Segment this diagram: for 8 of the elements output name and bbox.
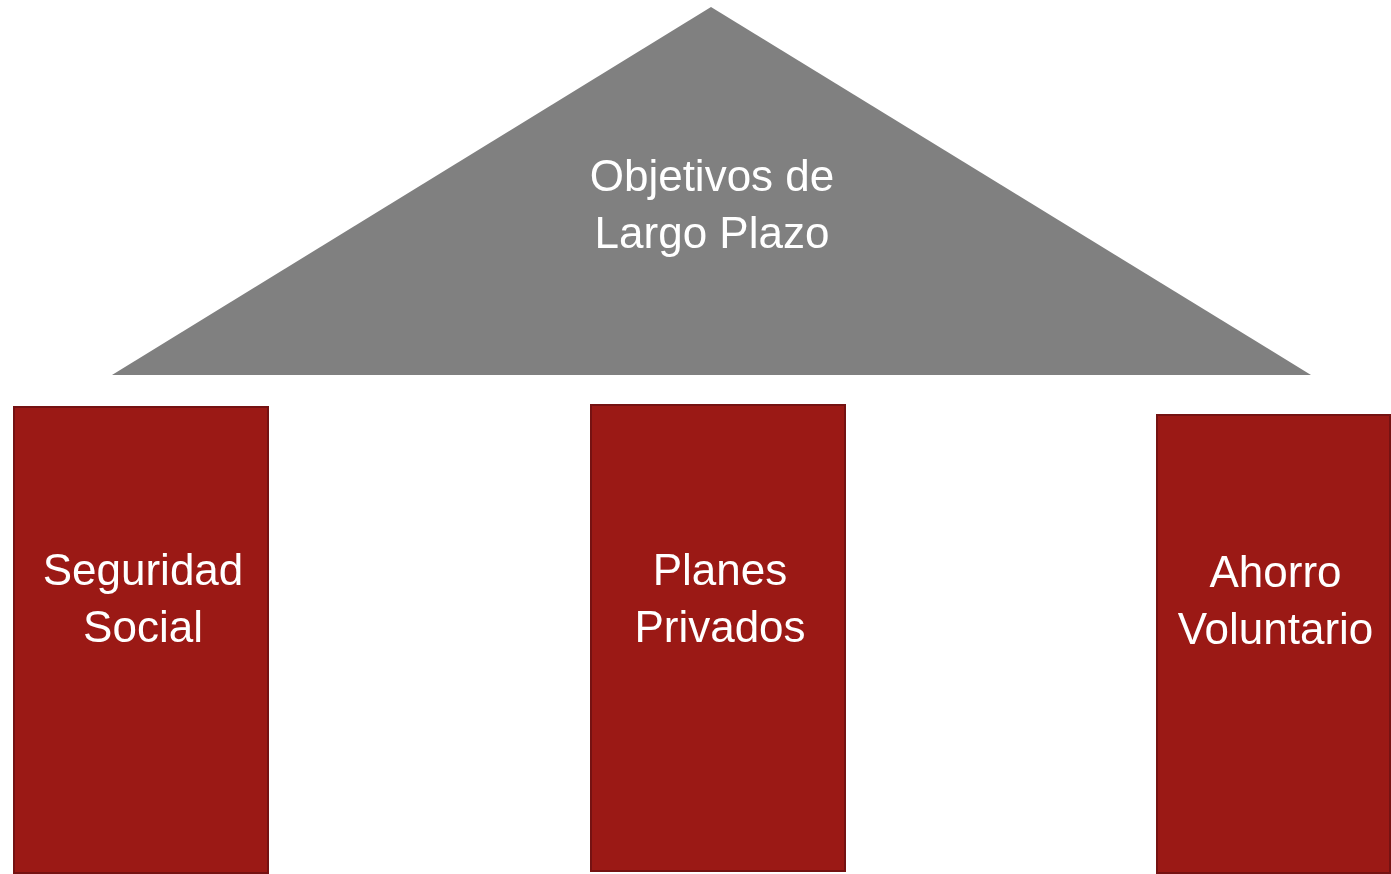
pillar-box [13, 406, 269, 874]
pillar-label: Planes Privados [633, 544, 807, 653]
roof-triangle [112, 7, 1311, 375]
pillar-box [1156, 414, 1391, 874]
pillar-label: Seguridad Social [41, 544, 245, 653]
roof-label: Objetivos de Largo Plazo [588, 150, 836, 259]
pillar-box [590, 404, 846, 872]
pillar-label: Ahorro Voluntario [1176, 546, 1375, 655]
